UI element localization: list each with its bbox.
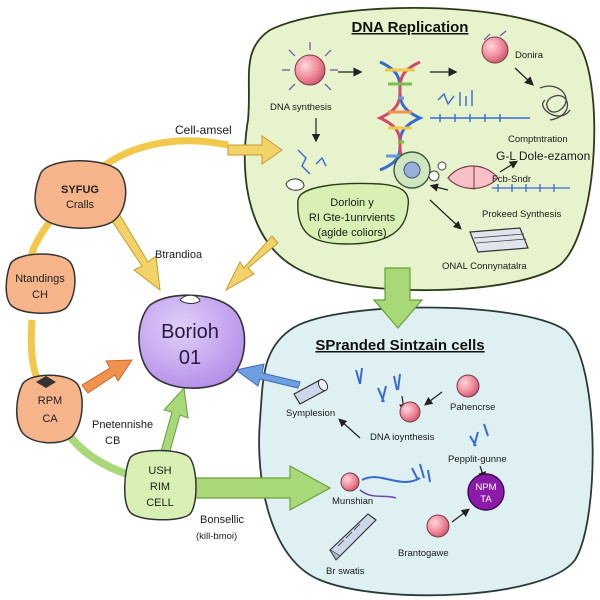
kill-bmoi-label: (kill-bmoi) <box>196 531 237 542</box>
nandings-line2: CH <box>32 289 48 301</box>
borioh-line1: Borioh <box>161 321 219 343</box>
stem-cells-region <box>258 306 594 597</box>
organelle-cell-icon <box>393 151 447 189</box>
dna-to-borioh-arrow <box>224 235 279 292</box>
br-swatis-label: Br swatis <box>326 566 365 577</box>
dna-synthesis-label: DNA synthesis <box>270 102 332 113</box>
nandings-line1: Ntandings <box>15 273 65 285</box>
npm-ta-cell: NPM TA <box>467 473 505 511</box>
npm-label: NPM <box>475 482 496 493</box>
node-nandings: Ntandings CH <box>5 253 76 314</box>
prism-icon <box>329 513 377 561</box>
dna-to-stem-arrow <box>372 267 424 329</box>
small-bacterium-icon <box>285 178 305 191</box>
stem-to-borioh-arrow <box>234 363 301 389</box>
pink-cell-1 <box>399 401 421 423</box>
pnetennishe-label: Pnetennishe <box>92 419 153 431</box>
dorloin-label-box: Dorloin y RI Gte-1unrvients (agide colio… <box>297 182 410 245</box>
brandioa-label: Btrandioa <box>155 249 203 261</box>
node-borioh-cell: Borioh 01 <box>138 294 246 389</box>
ush-to-borioh-arrow <box>159 386 189 459</box>
proked-label: Prokeed Synthesis <box>482 209 561 220</box>
brantogawe-cell <box>426 514 450 538</box>
filament-icons <box>297 90 530 175</box>
dna-toynthesis-label: DNA ioynthesis <box>370 432 435 443</box>
dorloin-line1: Dorloin y <box>330 197 374 209</box>
comptntration-label: Comptntration <box>508 134 568 145</box>
ta-label: TA <box>480 494 492 505</box>
cycle-arc-left-lower <box>27 319 44 387</box>
rpm-line2: CA <box>42 413 58 425</box>
pahencrse-label: Pahencrse <box>450 402 495 413</box>
borioh-line2: 01 <box>179 347 201 369</box>
g-l-molecule-icon <box>447 165 499 190</box>
document-stack-icon <box>469 227 529 253</box>
gl-dole-label: G-L Dole-ezamon <box>496 149 590 163</box>
symplesion-label: Symplesion <box>286 408 335 419</box>
fcb-sndr-label: Fcb-Sndr <box>492 174 531 185</box>
ush-line2: RIM <box>150 481 170 493</box>
cell-amsel-label: Cell-amsel <box>175 123 232 137</box>
bonsellic-label: Bonsellic <box>200 514 245 526</box>
cell-amsel-arrow <box>227 135 283 165</box>
dorloin-line2: RI Gte-1unrvients <box>309 212 396 224</box>
syfug-to-borioh-arrow <box>109 211 161 292</box>
cylinder-icon <box>293 378 329 405</box>
chromosome-icons <box>355 367 489 447</box>
dna-sphere-icon <box>282 42 338 91</box>
dorloin-line3: (agide coliors) <box>317 227 386 239</box>
pepplit-label: Pepplit-gunne <box>448 454 507 465</box>
node-syfug: SYFUG Cralls <box>34 160 127 229</box>
protein-tangle-icon <box>539 85 571 121</box>
syfug-line2: Cralls <box>66 199 95 211</box>
donira-label: Donira <box>515 50 544 61</box>
pahencrse-cell <box>456 374 480 398</box>
ush-line3: CELL <box>146 497 174 509</box>
node-ush-rim-cell: USH RIM CELL <box>124 449 197 521</box>
donira-sphere-icon <box>481 30 509 64</box>
stem-region-title: SPranded Sintzain cells <box>315 337 484 354</box>
brantogawe-label: Brantogawe <box>398 548 449 559</box>
rpm-line1: RPM <box>38 395 62 407</box>
munshian-cluster-icon <box>340 463 431 499</box>
munshian-label: Munshian <box>332 496 373 507</box>
cb-label: CB <box>105 435 120 447</box>
syfug-line1: SYFUG <box>61 184 99 196</box>
node-rpm: RPM CA <box>16 374 83 444</box>
dna-region-title: DNA Replication <box>352 19 469 36</box>
rpm-to-borioh-arrow <box>81 359 133 394</box>
onal-label: ONAL Connynatalra <box>442 261 527 272</box>
ush-line1: USH <box>148 465 171 477</box>
ush-to-stem-arrow <box>189 464 332 512</box>
